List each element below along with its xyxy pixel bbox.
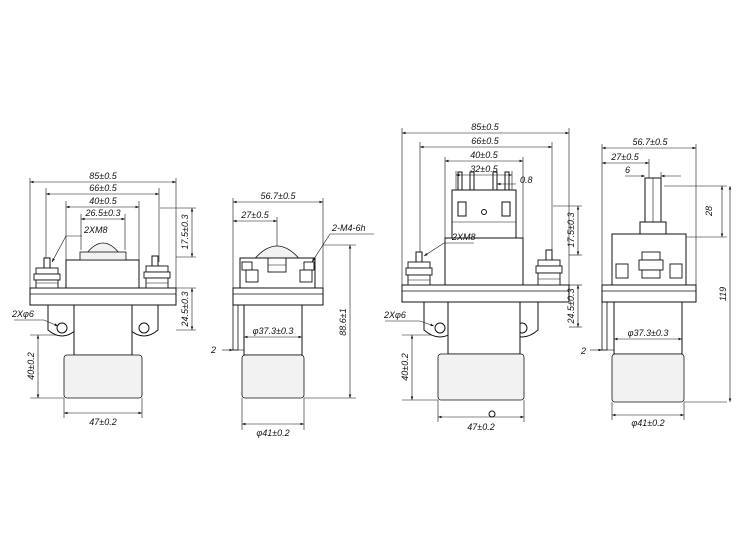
v4-inner-dia-label: φ37.3±0.3 (628, 328, 669, 338)
v4-plate-label: 2 (580, 346, 586, 356)
v1-top-height-label: 17.5±0.3 (180, 215, 190, 250)
v3-holes-label: 2Xφ6 (383, 310, 406, 320)
v3-studs-leader (423, 242, 474, 257)
v1-studs-label: 2XM8 (83, 225, 108, 235)
v3-mounting-plate (401, 284, 570, 303)
v2-right-screw (299, 261, 315, 283)
v1-top-cover (65, 259, 140, 289)
v1-inner-span-label: 40±0.5 (89, 196, 117, 206)
v1-extension-lines (29, 178, 196, 418)
view-2-side: 56.7±0.5 27±0.5 2-M4-6h φ37.3±0.3 φ41±0.… (210, 191, 374, 438)
v1-left-terminal (33, 257, 61, 289)
v4-coil-housing (611, 353, 685, 403)
v3-left-hole (434, 322, 446, 334)
v2-coil-housing (241, 354, 305, 399)
v1-right-hole (138, 322, 150, 334)
v1-holes-label: 2Xφ6 (11, 309, 34, 319)
v2-left-screw (241, 261, 259, 283)
v1-mounting-plate (29, 287, 177, 306)
v1-coil-neck (73, 304, 133, 356)
v3-studs-label: 2XM8 (451, 232, 476, 242)
v3-extension-lines (401, 128, 582, 422)
v3-left-terminal (405, 251, 433, 286)
v3-right-terminal (535, 249, 563, 286)
v1-left-hole (56, 322, 68, 334)
v3-coil-housing (437, 353, 525, 401)
v3-coil-height-label: 40±0.2 (400, 353, 410, 380)
v4-pin-height-label: 28 (704, 206, 714, 217)
v4-left-screw (615, 263, 629, 279)
v2-total-height-label: 88.6±1 (338, 308, 348, 335)
v4-width-label: 56.7±0.5 (633, 137, 669, 147)
view-1-front: 85±0.5 66±0.5 40±0.5 26.5±0.3 2XM8 2Xφ6 … (11, 171, 196, 427)
v4-aux-base (639, 221, 667, 235)
v2-plate-label: 2 (210, 345, 216, 355)
v4-right-screw (669, 263, 683, 279)
v2-outer-dia-label: φ41±0.2 (256, 428, 289, 438)
v3-top-cover (444, 237, 524, 286)
v4-outer-dia-label: φ41±0.2 (631, 418, 664, 428)
v1-studs-leader (51, 235, 82, 263)
view-3-front: 85±0.5 66±0.5 40±0.5 32±0.5 0.8 2XM8 2Xφ… (383, 122, 582, 432)
v1-dome-label: 26.5±0.3 (85, 208, 121, 218)
v4-pin-width-label: 6 (625, 165, 630, 175)
v3-mount-span-label: 66±0.5 (471, 136, 499, 146)
v1-width-label: 85±0.5 (89, 171, 117, 181)
v3-holes-leader (385, 320, 435, 327)
v4-total-height-label: 119 (718, 287, 728, 301)
v2-width-label: 56.7±0.5 (261, 191, 297, 201)
v1-dome-collar (79, 251, 127, 261)
v2-bracket (232, 305, 239, 351)
v4-mounting-plate (601, 284, 697, 303)
v2-mounting-plate (232, 287, 324, 306)
v3-aux-pins (457, 171, 510, 191)
v1-base-height-label: 24.5±0.3 (180, 292, 190, 328)
v1-mount-span-label: 66±0.5 (89, 183, 117, 193)
v3-coil-width-label: 47±0.2 (467, 422, 494, 432)
v3-inner-span-label: 40±0.5 (470, 150, 498, 160)
v4-bracket (601, 302, 608, 351)
v1-holes-leader (14, 319, 59, 327)
view-4-side: 56.7±0.5 27±0.5 6 28 119 φ37.3±0.3 φ41±0… (580, 137, 732, 428)
v3-width-label: 85±0.5 (471, 122, 499, 132)
v2-screws-label: 2-M4-6h (331, 223, 366, 233)
v2-screws-leader (311, 233, 374, 263)
v3-aux-span-label: 32±0.5 (470, 164, 498, 174)
v1-coil-height-label: 40±0.2 (26, 352, 36, 379)
v4-offset-label: 27±0.5 (610, 152, 639, 162)
v1-coil-housing (63, 354, 143, 399)
v3-coil-neck (447, 301, 521, 355)
v4-coil-neck (613, 301, 683, 355)
v4-center-nut (638, 251, 664, 279)
v1-coil-width-label: 47±0.2 (89, 417, 116, 427)
v3-top-height-label: 17.5±0.3 (566, 213, 576, 248)
v2-offset-label: 27±0.5 (240, 210, 269, 220)
v3-base-height-label: 24.5±0.3 (566, 289, 576, 325)
v1-right-terminal (143, 255, 171, 289)
v3-pin-label: 0.8 (520, 175, 533, 185)
v2-inner-dia-label: φ37.3±0.3 (253, 326, 294, 336)
